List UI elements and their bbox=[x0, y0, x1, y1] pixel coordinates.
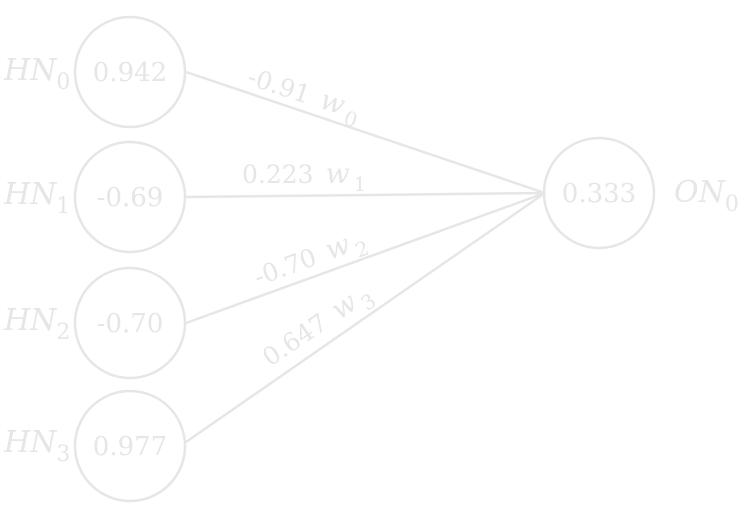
node-name: ON0 bbox=[674, 175, 739, 217]
weight-value: -0.70 bbox=[250, 242, 320, 291]
edge-label-w2: -0.70 w 2 bbox=[249, 222, 372, 299]
node-circle bbox=[73, 140, 187, 254]
node-name: HN1 bbox=[3, 177, 70, 219]
weight-name: w bbox=[321, 227, 355, 266]
node-name: HN0 bbox=[3, 53, 70, 95]
output-node-0: 0.333 ON0 bbox=[542, 136, 739, 250]
weight-name: w bbox=[325, 285, 363, 326]
node-circle bbox=[73, 389, 187, 503]
node-label: ON bbox=[674, 175, 727, 210]
node-circle bbox=[73, 15, 187, 129]
node-subscript: 0 bbox=[56, 70, 70, 95]
node-name: HN2 bbox=[3, 303, 70, 345]
svg-text:0.223 w 1: 0.223 w 1 bbox=[242, 157, 366, 196]
weight-subscript: 0 bbox=[341, 106, 361, 133]
hidden-node-3: 0.977 HN3 bbox=[3, 389, 187, 503]
node-circle bbox=[542, 136, 656, 250]
node-subscript: 2 bbox=[56, 320, 70, 345]
edge-hn0-on0 bbox=[185, 70, 546, 195]
node-subscript: 1 bbox=[56, 194, 70, 219]
edge-hn3-on0 bbox=[185, 191, 546, 444]
node-value: -0.70 bbox=[97, 309, 164, 339]
weight-value: 0.647 bbox=[257, 308, 333, 372]
svg-text:-0.70 w 2: -0.70 w 2 bbox=[249, 222, 372, 299]
node-subscript: 0 bbox=[725, 192, 739, 217]
edge-hn2-on0 bbox=[185, 191, 546, 325]
hidden-node-2: -0.70 HN2 bbox=[3, 266, 187, 380]
node-label: HN bbox=[3, 303, 58, 338]
node-value: -0.69 bbox=[97, 183, 164, 213]
node-value: 0.942 bbox=[93, 58, 167, 88]
node-subscript: 3 bbox=[56, 442, 70, 467]
weight-value: 0.223 bbox=[242, 160, 314, 189]
edge-hn1-on0 bbox=[185, 191, 546, 199]
weight-name: w bbox=[326, 157, 350, 190]
edges bbox=[185, 70, 546, 444]
node-label: HN bbox=[3, 425, 58, 460]
node-value: 0.333 bbox=[562, 179, 636, 209]
edge-label-w1: 0.223 w 1 bbox=[242, 157, 366, 196]
weight-subscript: 1 bbox=[354, 172, 367, 196]
node-label: HN bbox=[3, 53, 58, 88]
node-name: HN3 bbox=[3, 425, 70, 467]
weight-subscript: 2 bbox=[352, 236, 372, 263]
hidden-node-0: 0.942 HN0 bbox=[3, 15, 187, 129]
node-value: 0.977 bbox=[93, 432, 167, 462]
node-label: HN bbox=[3, 177, 58, 212]
node-circle bbox=[73, 266, 187, 380]
hidden-node-1: -0.69 HN1 bbox=[3, 140, 187, 254]
